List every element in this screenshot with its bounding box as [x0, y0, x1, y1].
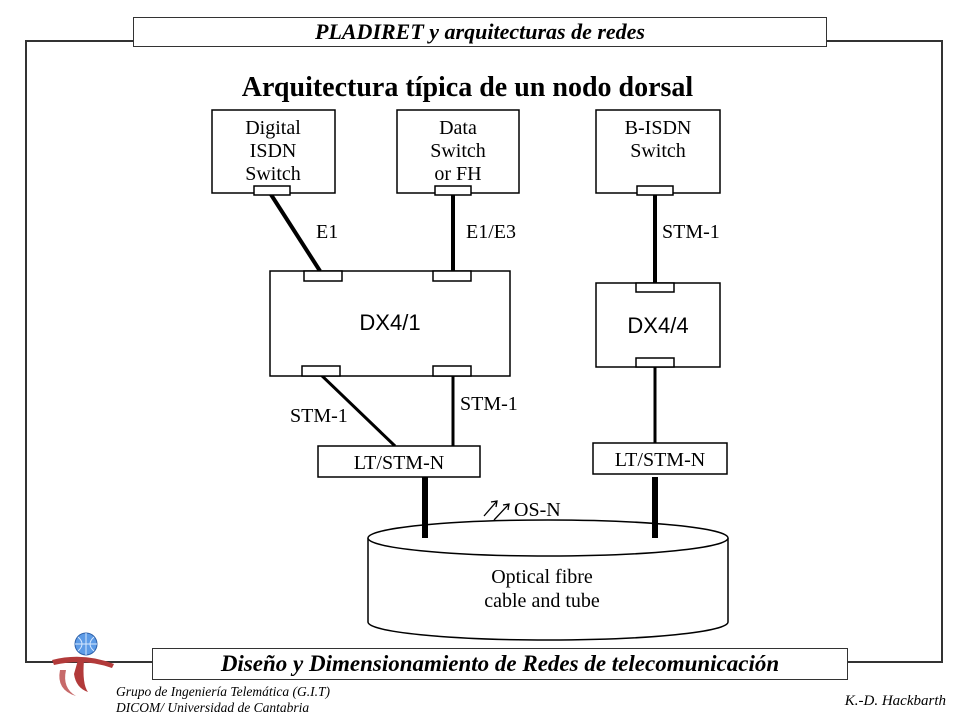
link-label-e1e3: E1/E3	[466, 221, 516, 243]
fibre-label: Optical fibre	[491, 566, 593, 588]
header-title: PLADIRET y arquitecturas de redes	[133, 17, 827, 47]
link-isdn-dx41	[268, 191, 322, 273]
lt-right-label: LT/STM-N	[615, 449, 705, 471]
switch-label: B-ISDN	[625, 117, 692, 139]
author-name: K.-D. Hackbarth	[844, 693, 946, 709]
switch-label: Switch	[245, 163, 301, 185]
bisdn-switch: B-ISDN Switch	[595, 109, 721, 196]
lt-stm-n-left: LT/STM-N	[317, 445, 481, 478]
link-label-stm1-top: STM-1	[662, 221, 720, 243]
lt-stm-n-right: LT/STM-N	[592, 442, 728, 475]
os-n-label: OS-N	[514, 499, 561, 521]
dx41-label: DX4/1	[359, 310, 420, 335]
digital-isdn-switch: Digital ISDN Switch	[211, 109, 336, 196]
link-label-stm1-right: STM-1	[460, 393, 518, 415]
organization-credit: Grupo de Ingeniería Telemática (G.I.T) D…	[116, 684, 330, 716]
dx44-cross-connect: DX4/4	[595, 282, 721, 368]
git-logo-icon	[52, 632, 114, 696]
link-label-e1: E1	[316, 221, 338, 243]
os-arrows-icon	[483, 500, 510, 521]
dx41-cross-connect: DX4/1	[269, 270, 511, 377]
link-label-stm1-left: STM-1	[290, 405, 348, 427]
data-switch: Data Switch or FH	[396, 109, 520, 196]
page-title: Arquitectura típica de un nodo dorsal	[241, 72, 694, 103]
switch-label: Switch	[630, 140, 686, 162]
fibre-label: cable and tube	[484, 590, 600, 612]
link-dx41-lt-left	[316, 370, 397, 448]
org-line-1: Grupo de Ingeniería Telemática (G.I.T)	[116, 684, 330, 699]
optical-fibre-cylinder: Optical fibre cable and tube	[367, 519, 729, 641]
switch-label: ISDN	[250, 140, 297, 162]
dx44-label: DX4/4	[627, 313, 688, 338]
footer-subtitle: Diseño y Dimensionamiento de Redes de te…	[152, 648, 848, 680]
switch-label: Digital	[245, 117, 301, 139]
switch-label: or FH	[434, 163, 481, 185]
switch-label: Switch	[430, 140, 486, 162]
org-line-2: DICOM/ Universidad de Cantabria	[116, 700, 310, 715]
lt-left-label: LT/STM-N	[354, 452, 444, 474]
switch-label: Data	[439, 117, 477, 139]
